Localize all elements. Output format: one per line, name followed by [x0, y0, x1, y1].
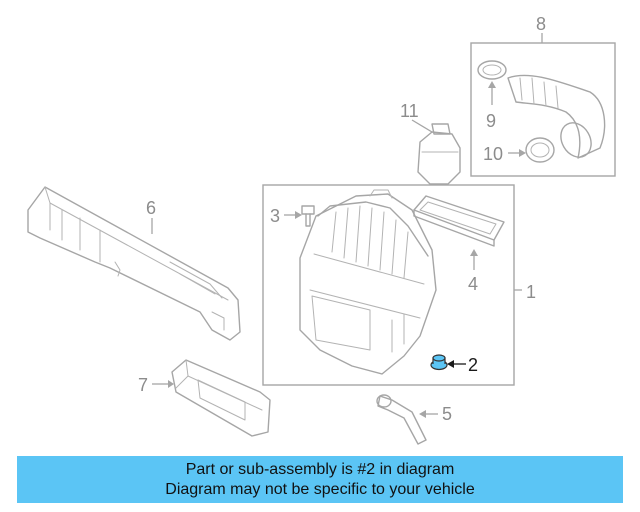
- callout-3: 3: [270, 206, 280, 226]
- bolt-part-3: [301, 205, 315, 227]
- callout-4: 4: [468, 274, 478, 294]
- filter-element-part-4: [413, 195, 505, 247]
- grommet-part-2-highlighted: [430, 354, 448, 371]
- parts-diagram: 1 2 3 4 5 6 7 8 9 10 11: [27, 14, 616, 445]
- callout-8: 8: [536, 14, 546, 34]
- info-banner: Part or sub-assembly is #2 in diagram Di…: [17, 456, 623, 503]
- callout-10: 10: [483, 144, 503, 164]
- hose-clamp-part-9: [477, 60, 507, 80]
- hose-clamp-part-10: [525, 137, 555, 163]
- banner-line-disclaimer: Diagram may not be specific to your vehi…: [165, 480, 475, 498]
- inlet-part-7: [171, 359, 271, 437]
- callout-11: 11: [400, 101, 419, 121]
- callout-1: 1: [526, 282, 536, 302]
- callout-9: 9: [486, 111, 496, 131]
- callout-6: 6: [146, 198, 156, 218]
- callout-7: 7: [138, 375, 148, 395]
- intake-hose: [507, 74, 606, 159]
- sensor-part-11: [417, 123, 461, 185]
- hose-group-8-frame: [470, 42, 616, 177]
- drain-tube-part-5: [376, 394, 427, 445]
- callout-5: 5: [442, 404, 452, 424]
- banner-line-part-number: Part or sub-assembly is #2 in diagram: [185, 460, 455, 478]
- air-cleaner-box-part-1: [299, 189, 437, 375]
- assembly-1-frame: [262, 184, 515, 386]
- callout-2-highlighted: 2: [468, 355, 478, 375]
- air-duct-part-6: [27, 186, 241, 341]
